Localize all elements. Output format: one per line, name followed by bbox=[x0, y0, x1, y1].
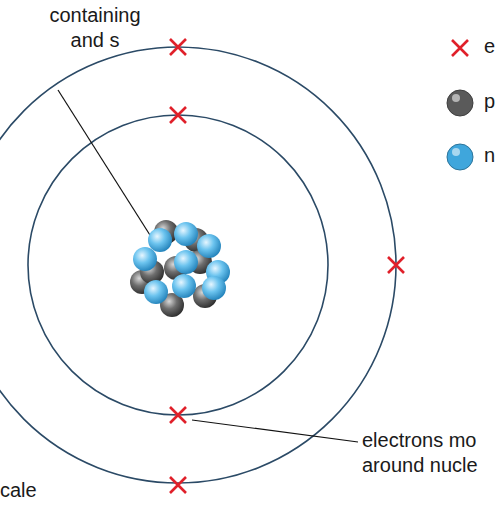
legend-text: e bbox=[484, 34, 495, 59]
inner-shell bbox=[28, 115, 328, 415]
legend-text: p bbox=[484, 89, 495, 114]
outer-shell bbox=[0, 47, 396, 483]
leader-line bbox=[58, 90, 155, 243]
nucleus-label: containing and s bbox=[45, 3, 145, 53]
legend-cross bbox=[452, 40, 468, 56]
electron-label: electrons mo around nucle bbox=[362, 428, 500, 478]
sphere-highlight bbox=[452, 148, 460, 156]
legend-swatch bbox=[447, 144, 473, 170]
legend-swatch bbox=[452, 40, 468, 56]
scale-label: cale bbox=[0, 478, 120, 503]
electron-mark bbox=[170, 39, 404, 493]
nucleus bbox=[130, 220, 230, 317]
leader-line bbox=[192, 420, 358, 442]
legend-sphere bbox=[447, 90, 473, 116]
legend-text: n bbox=[484, 143, 495, 168]
legend-sphere bbox=[447, 144, 473, 170]
sphere-highlight bbox=[452, 94, 460, 102]
legend-swatch bbox=[447, 90, 473, 116]
